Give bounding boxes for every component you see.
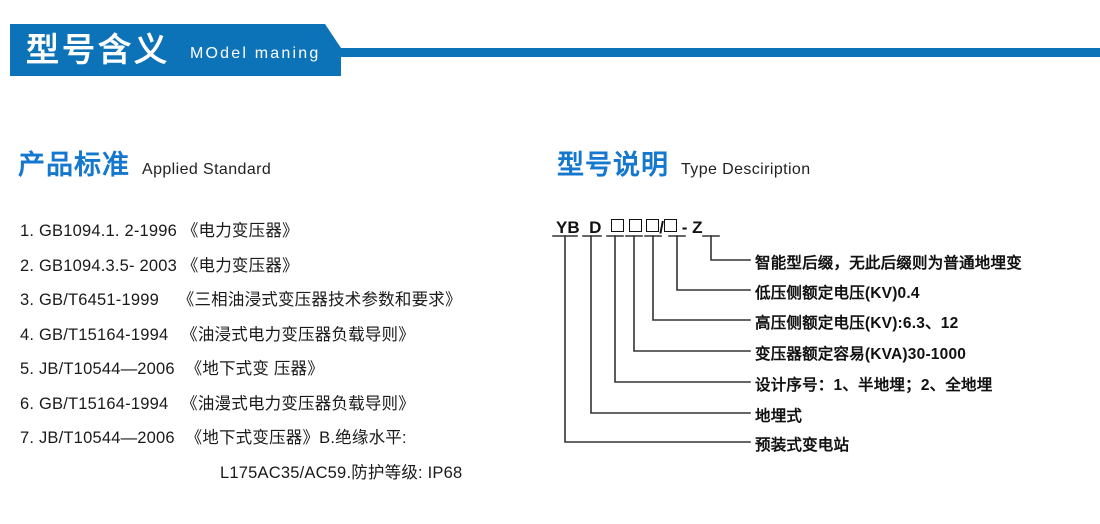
leader-label-lv-voltage: 低压侧额定电压(KV)0.4 [755,285,920,302]
section-heading-cn: 产品标准 [18,150,130,180]
leader-label-buried-type: 地埋式 [755,408,803,425]
model-code-row: YB D / - Z [556,218,703,238]
code-segment-yb: YB [556,218,580,237]
item-index: 4. [20,325,35,344]
leader-label-prefab-substation: 预装式变电站 [755,437,850,454]
header-banner: 型号含义 MOdel maning [0,0,1100,100]
section-heading-cn: 型号说明 [557,150,669,180]
item-index: 7. [20,429,35,447]
leader-label-design-serial: 设计序号：1、半地埋；2、全地埋 [755,377,993,394]
item-code: GB/T15164-1994 [38,394,169,413]
item-code: GB/T6451-1999 [38,291,159,309]
code-box-hv [628,219,642,232]
item-index: 3. [20,291,35,309]
item-index: 6. [20,394,35,413]
list-item-continuation: L175AC35/AC59.防护等级: IP68 [220,463,463,482]
banner-subtitle: MOdel maning [190,45,321,62]
code-box-lv [664,219,678,232]
list-item: 5. JB/T10544—2006 《地下式变 压器》 [20,352,560,387]
section-heading-en: Type Desciription [681,161,811,178]
list-item: 2. GB1094.3.5- 2003 《电力变压器》 [20,249,560,284]
banner-title: 型号含义 [26,31,170,68]
item-title: 《地下式变 压器》 [185,360,324,378]
leader-lines [552,235,751,443]
code-segment-dash: - [681,218,688,237]
section-heading-en: Applied Standard [142,161,272,178]
item-code: JB/T10544—2006 [38,360,175,378]
section-heading-type-description: 型号说明 Type Desciription [557,143,811,182]
item-index: 2. [20,256,35,275]
item-title: 《油浸式电力变压器负载导则》 [181,325,415,344]
leader-label-smart-suffix: 智能型后缀，无此后缀则为普通地埋变 [755,255,1022,272]
item-title: 《电力变压器》 [181,256,299,275]
item-code: GB/T15164-1994 [38,325,169,344]
list-item: 6. GB/T15164-1994 《油漫式电力变压器负载导则》 [20,387,560,422]
item-title: 《地下式变压器》B.绝缘水平: [185,429,407,447]
item-title: 《油漫式电力变压器负载导则》 [181,394,415,413]
list-item: 7. JB/T10544—2006 《地下式变压器》B.绝缘水平: [20,421,560,456]
code-segment-slash: / [659,218,665,237]
code-segment-z: Z [692,218,703,237]
list-item: 4. GB/T15164-1994 《油浸式电力变压器负载导则》 [20,318,560,353]
item-code: GB1094.1. 2-1996 [38,222,178,240]
item-code: JB/T10544—2006 [38,429,175,447]
item-index: 1. [20,222,35,240]
item-index: 5. [20,360,35,378]
code-box-capacity [610,219,624,232]
item-title: 《三相油浸式变压器技术参数和要求》 [177,291,462,309]
leader-label-rated-capacity: 变压器额定容易(KVA)30-1000 [755,346,967,363]
code-box-design [646,219,660,232]
leader-label-hv-voltage: 高压侧额定电压(KV):6.3、12 [755,315,959,332]
section-heading-applied-standard: 产品标准 Applied Standard [18,143,271,182]
list-item: 1. GB1094.1. 2-1996 《电力变压器》 [20,214,560,249]
banner-shape [10,24,1100,76]
type-code-diagram: YB D / - Z [545,210,1100,460]
standards-list: 1. GB1094.1. 2-1996 《电力变压器》 2. GB1094.3.… [20,214,560,490]
banner-thin-bar [341,48,1100,57]
code-segment-d: D [589,218,602,237]
item-code: GB1094.3.5- 2003 [38,256,178,275]
list-item: 3. GB/T6451-1999 《三相油浸式变压器技术参数和要求》 [20,283,560,318]
item-title: 《电力变压器》 [181,222,299,240]
